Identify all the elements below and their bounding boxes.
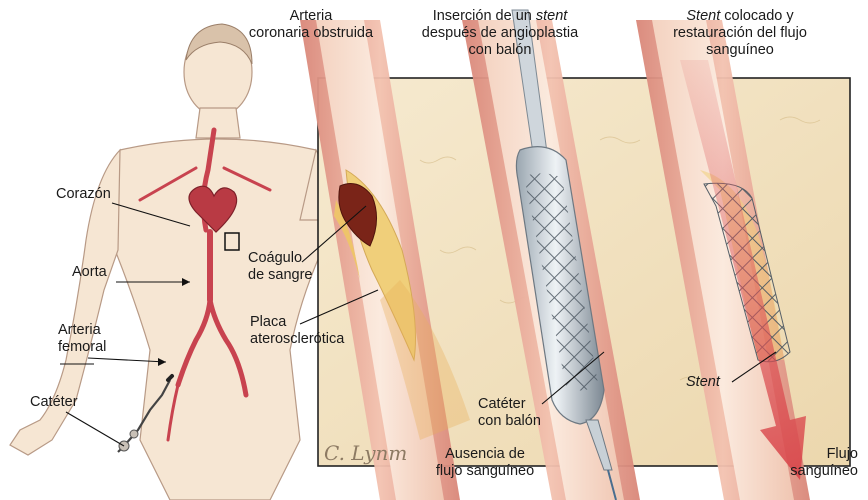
panel2-title-line2: después de angioplastia	[400, 25, 600, 42]
panel3-title-line1: Stent colocado y	[640, 8, 840, 25]
label-coagulo: Coágulo de sangre	[248, 250, 313, 284]
panel1-title-line2: coronaria obstruida	[226, 25, 396, 42]
panel2-title-line3: con balón	[400, 42, 600, 59]
label-placa-line1: Placa	[250, 314, 344, 331]
panel1-title-line1: Arteria	[226, 8, 396, 25]
label-cateter-balon-line2: con balón	[478, 413, 541, 430]
panel3-title-line2: restauración del flujo	[640, 25, 840, 42]
label-corazon: Corazón	[56, 186, 111, 203]
label-coagulo-line1: Coágulo	[248, 250, 313, 267]
label-arteria-femoral-line2: femoral	[58, 339, 106, 356]
panel3-title: Stent colocado y restauración del flujo …	[640, 8, 840, 59]
panel3-title-line3: sanguíneo	[640, 42, 840, 59]
panel1-title: Arteria coronaria obstruida	[226, 8, 396, 42]
label-flujo-line2: sanguíneo	[772, 463, 858, 480]
label-placa: Placa aterosclerótica	[250, 314, 344, 348]
label-cateter-balon-line1: Catéter	[478, 396, 541, 413]
label-placa-line2: aterosclerótica	[250, 331, 344, 348]
label-ausencia-line2: flujo sanguíneo	[420, 463, 550, 480]
label-flujo-sanguineo: Flujo sanguíneo	[772, 446, 858, 480]
signature-text: C. Lynm	[324, 441, 407, 465]
label-arteria-femoral: Arteria femoral	[58, 322, 106, 356]
label-cateter-balon: Catéter con balón	[478, 396, 541, 430]
label-aorta: Aorta	[72, 264, 107, 281]
label-flujo-line1: Flujo	[772, 446, 858, 463]
panel2-title-line1: Inserción de un stent	[400, 8, 600, 25]
panel2-title: Inserción de un stent después de angiopl…	[400, 8, 600, 59]
label-coagulo-line2: de sangre	[248, 267, 313, 284]
label-cateter: Catéter	[30, 394, 78, 411]
label-ausencia-flujo: Ausencia de flujo sanguíneo	[420, 446, 550, 480]
label-ausencia-line1: Ausencia de	[420, 446, 550, 463]
label-arteria-femoral-line1: Arteria	[58, 322, 106, 339]
label-stent: Stent	[686, 374, 720, 391]
